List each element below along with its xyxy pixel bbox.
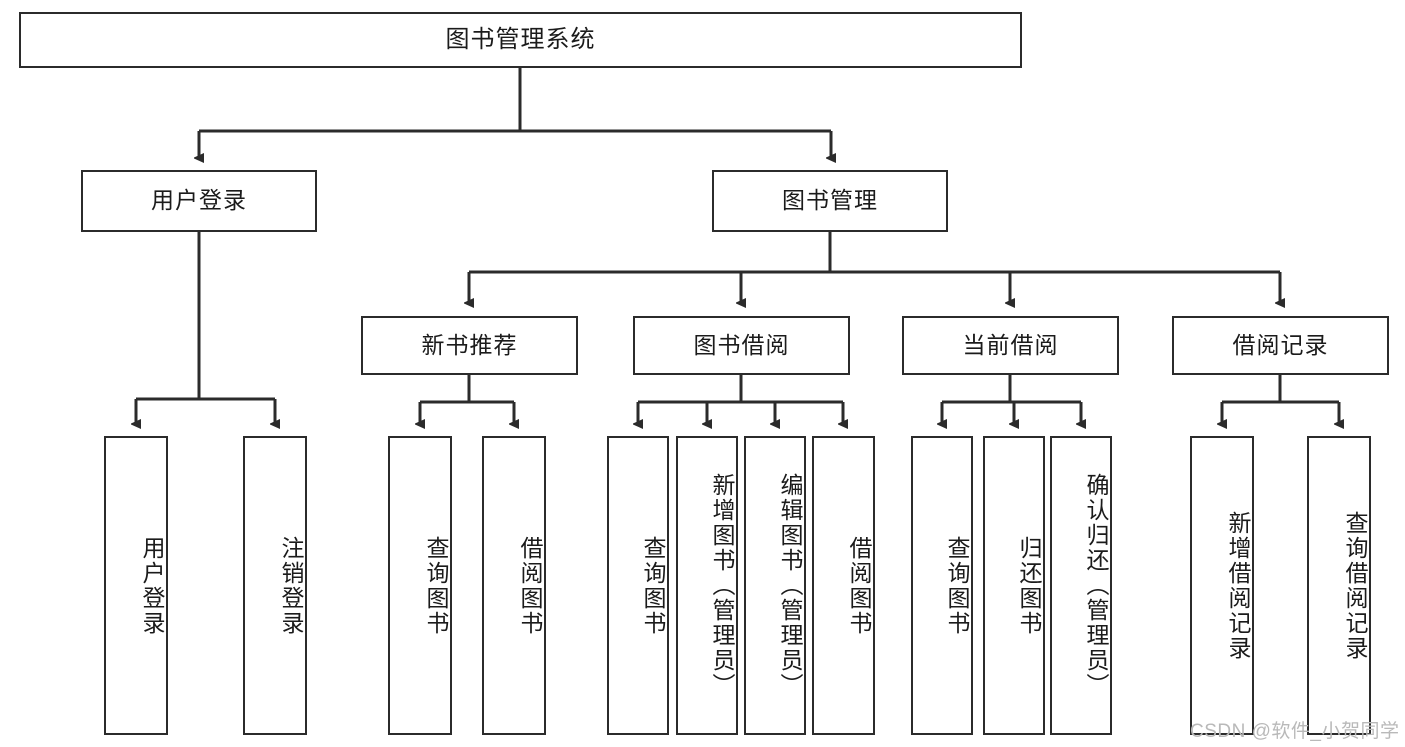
leaf-label: 归还图书 — [1016, 535, 1042, 636]
node-leaf-user-login[interactable]: 用户登录 — [104, 436, 168, 735]
csdn-watermark: CSDN @软件_小贺同学 — [1190, 721, 1400, 742]
node-leaf-edit-book-admin[interactable]: 编辑图书（管理员） — [744, 436, 806, 735]
leaf-label: 借阅图书 — [846, 535, 872, 636]
node-user-login[interactable]: 用户登录 — [81, 170, 317, 232]
node-leaf-query-borrow-record[interactable]: 查询借阅记录 — [1307, 436, 1371, 735]
node-leaf-query-book-borrow[interactable]: 查询图书 — [607, 436, 669, 735]
node-current-borrow[interactable]: 当前借阅 — [902, 316, 1119, 375]
leaf-label: 确认归还（管理员） — [1083, 473, 1109, 698]
leaf-label: 新增借阅记录 — [1225, 510, 1251, 661]
leaf-label: 查询借阅记录 — [1342, 510, 1368, 661]
leaf-label: 借阅图书 — [517, 535, 543, 636]
leaf-label: 用户登录 — [139, 535, 165, 636]
node-book-manage[interactable]: 图书管理 — [712, 170, 948, 232]
node-new-book-recommend[interactable]: 新书推荐 — [361, 316, 578, 375]
leaf-label: 查询图书 — [640, 535, 666, 636]
node-book-borrow[interactable]: 图书借阅 — [633, 316, 850, 375]
node-leaf-add-borrow-record[interactable]: 新增借阅记录 — [1190, 436, 1254, 735]
leaf-label: 查询图书 — [423, 535, 449, 636]
node-leaf-return-book[interactable]: 归还图书 — [983, 436, 1045, 735]
leaf-label: 编辑图书（管理员） — [777, 473, 803, 698]
node-leaf-borrow-book[interactable]: 借阅图书 — [812, 436, 875, 735]
leaf-label: 新增图书（管理员） — [709, 473, 735, 698]
node-leaf-query-book-cur[interactable]: 查询图书 — [911, 436, 973, 735]
node-leaf-logout[interactable]: 注销登录 — [243, 436, 307, 735]
node-borrow-record[interactable]: 借阅记录 — [1172, 316, 1389, 375]
node-leaf-borrow-book-rec[interactable]: 借阅图书 — [482, 436, 546, 735]
leaf-label: 注销登录 — [278, 535, 304, 636]
leaf-label: 查询图书 — [944, 535, 970, 636]
node-leaf-query-book-rec[interactable]: 查询图书 — [388, 436, 452, 735]
node-leaf-confirm-return-admin[interactable]: 确认归还（管理员） — [1050, 436, 1112, 735]
node-leaf-add-book-admin[interactable]: 新增图书（管理员） — [676, 436, 738, 735]
node-root[interactable]: 图书管理系统 — [19, 12, 1022, 68]
